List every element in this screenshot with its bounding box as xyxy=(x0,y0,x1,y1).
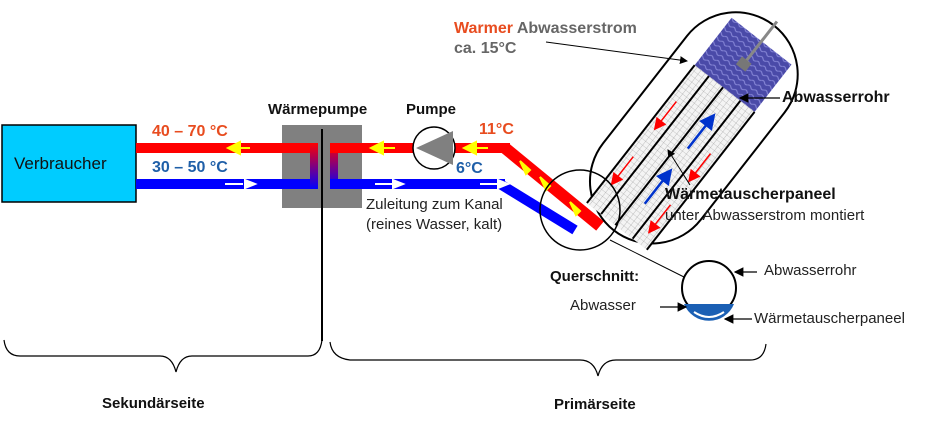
cross-section-panel-label: Wärmetauscherpaneel xyxy=(754,310,905,327)
panel-channel-line xyxy=(631,100,742,240)
secondary-supply-temp: 40 – 70 °C xyxy=(152,123,228,140)
secondary-return-temp: 30 – 50 °C xyxy=(152,159,228,176)
primary-brace xyxy=(329,341,767,377)
cross-section-panel xyxy=(693,311,725,318)
panel-label-subtitle: unter Abwasserstrom montiert xyxy=(665,207,865,224)
cross-section-title: Querschnitt: xyxy=(550,268,640,285)
panel-flow-arrow-up xyxy=(643,168,673,205)
cross-section-water-label: Abwasser xyxy=(570,297,636,314)
pump-label: Pumpe xyxy=(406,101,457,118)
pump-triangle xyxy=(416,131,453,165)
flow-arrow-diag-3 xyxy=(569,201,582,217)
sewage-flow-label: Warmer Abwasserstrom xyxy=(454,21,637,37)
sewage-flow-temp: ca. 15°C xyxy=(454,40,517,57)
panel-channel-line xyxy=(600,75,710,215)
panel-flow-arrow-down xyxy=(653,101,677,131)
flow-arrow-cold-2 xyxy=(480,178,511,190)
panel-edge-line xyxy=(586,64,696,204)
sewage-flow-leader xyxy=(545,41,688,65)
consumer-label: Verbraucher xyxy=(14,154,107,173)
flow-arrow-right xyxy=(225,178,258,190)
panel-edge-line xyxy=(646,111,756,251)
flow-arrow-diag-1 xyxy=(519,160,532,176)
flow-arrow-left xyxy=(225,140,250,156)
magnifier-leader-line xyxy=(609,239,691,281)
cross-section-magnifier xyxy=(539,169,621,251)
panel-label-title: Wärmetauscherpaneel xyxy=(665,186,836,203)
panel-leader xyxy=(667,149,691,186)
flow-arrow-cold-1 xyxy=(375,178,406,190)
pipe-label: Abwasserrohr xyxy=(782,89,890,106)
panel-flow-arrow-up xyxy=(686,113,716,150)
primary-cold-temp: 6°C xyxy=(456,160,483,177)
cross-section-pipe-label: Abwasserrohr xyxy=(764,262,857,279)
sewage-outlet xyxy=(735,56,752,72)
flow-arrow-hot-1 xyxy=(368,140,395,156)
hp-right-coil xyxy=(330,143,338,189)
panel-flow-arrow-down xyxy=(687,153,712,183)
secondary-brace xyxy=(3,339,323,373)
secondary-side-label: Sekundärseite xyxy=(102,395,205,412)
sewage-flow-warm-word: Warmer xyxy=(454,20,513,37)
primary-cold-pipe-a xyxy=(330,179,505,189)
sewage-outflow-pipe xyxy=(741,20,779,66)
flow-arrow-hot-2 xyxy=(461,140,488,156)
primary-side-label: Primärseite xyxy=(554,396,636,413)
sewage-flow-label-rest: Abwasserstrom xyxy=(512,20,637,37)
primary-cold-pipe-diagonal xyxy=(497,179,578,235)
consumer-box xyxy=(1,124,137,203)
primary-hot-temp: 11°C xyxy=(479,121,514,138)
feed-label-line2: (reines Wasser, kalt) xyxy=(366,216,503,233)
panel-flow-arrow-down xyxy=(610,156,634,186)
cross-section-water xyxy=(684,304,734,321)
panel-flow-arrow-down xyxy=(647,204,672,234)
heat-pump-label: Wärmepumpe xyxy=(268,101,368,118)
feed-label-line1: Zuleitung zum Kanal xyxy=(366,196,503,213)
hp-left-coil xyxy=(310,143,318,189)
